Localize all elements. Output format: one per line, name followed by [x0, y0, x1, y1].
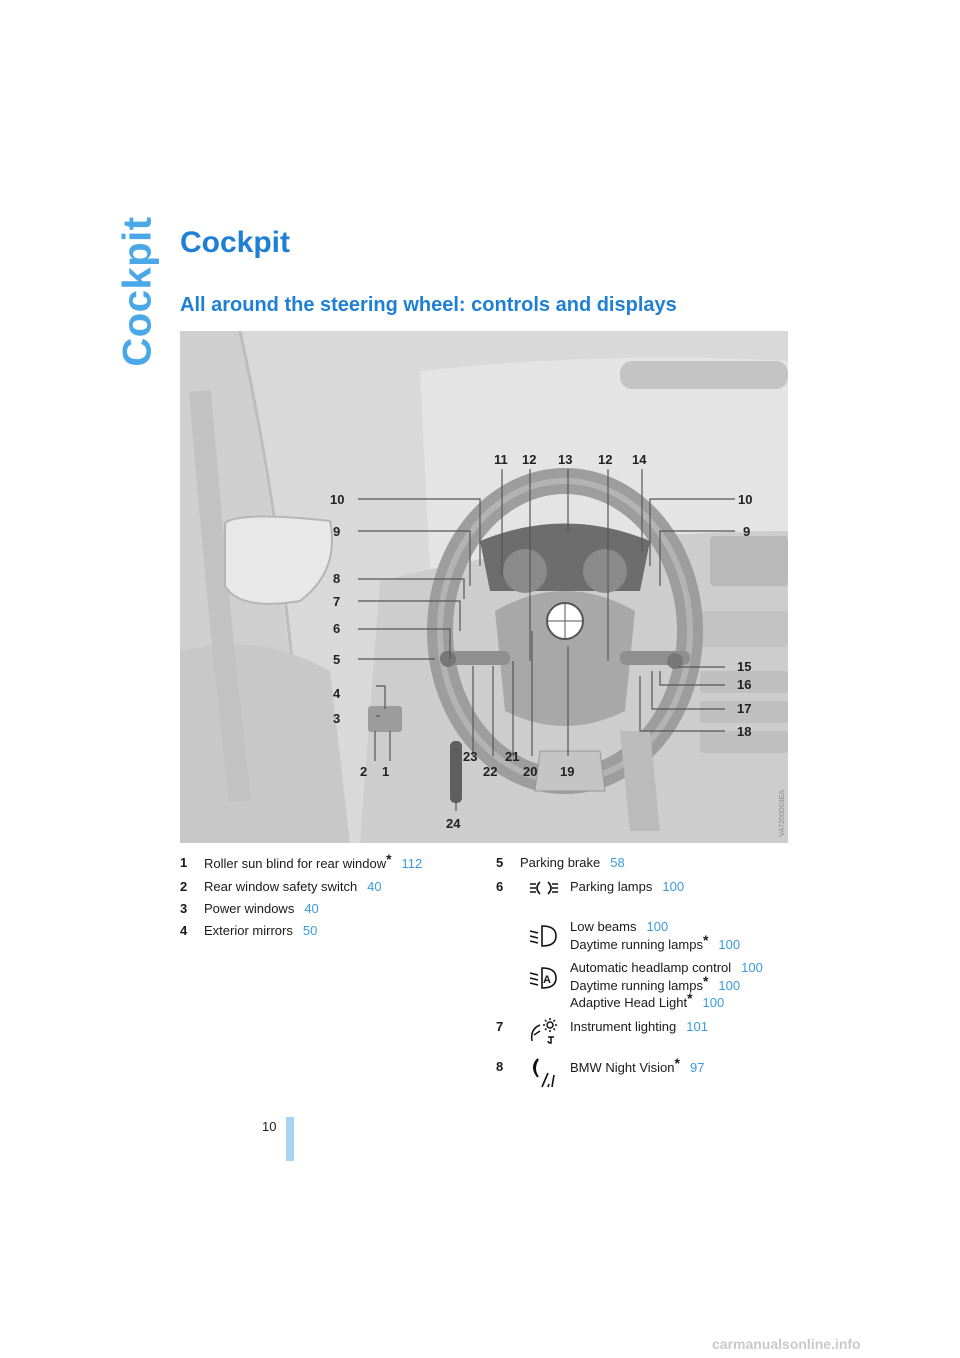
callout-label: 3 [333, 711, 340, 726]
legend-subitem: Adaptive Head Light* 100 [570, 990, 725, 1010]
legend-text: Daytime running lamps [570, 978, 703, 993]
page-reference-link[interactable]: 58 [610, 855, 625, 870]
legend-number: 1 [180, 855, 188, 870]
callout-label: 18 [737, 724, 751, 739]
callout-label: 12 [598, 452, 612, 467]
callout-label: 10 [738, 492, 752, 507]
parking-lamps-icon [528, 877, 558, 905]
legend-right: 5 Parking brake 58 6 Parking lamps 100 Low… [496, 855, 796, 1095]
callout-label: 7 [333, 594, 340, 609]
page-reference-link[interactable]: 112 [401, 856, 423, 871]
side-tab-label: Cockpit [115, 215, 160, 367]
page-reference-link[interactable]: 100 [662, 879, 685, 894]
legend-text: Rear window safety switch [204, 879, 358, 894]
optional-star-icon: * [687, 990, 693, 1006]
callout-label: 12 [522, 452, 536, 467]
callout-label: 15 [737, 659, 751, 674]
legend-text: Daytime running lamps [570, 937, 703, 952]
legend-number: 4 [180, 923, 188, 938]
page-reference-link[interactable]: 100 [718, 937, 741, 952]
instrument-lighting-icon [528, 1017, 558, 1045]
image-id: VA7200D03EA [779, 790, 786, 837]
page-reference-link[interactable]: 40 [367, 879, 382, 894]
legend-text: Roller sun blind for rear window [204, 856, 387, 871]
callout-label: 17 [737, 701, 751, 716]
side-tab: Cockpit [116, 216, 160, 366]
optional-star-icon: * [702, 973, 709, 989]
callout-label: 11 [494, 452, 508, 467]
cockpit-drawing: 10 9 8 7 6 5 4 3 2 1 11 12 13 12 14 10 9… [180, 331, 788, 843]
callout-label: 2 [360, 764, 367, 779]
legend-text: BMW Night Vision [570, 1060, 675, 1075]
legend-text: Parking brake [520, 855, 601, 870]
legend-number: 2 [180, 879, 188, 894]
callout-label: 8 [333, 571, 340, 586]
automatic-headlamp-icon: A [528, 965, 558, 993]
legend-number: 3 [180, 901, 188, 916]
legend-subitem: Daytime running lamps* 100 [570, 932, 741, 952]
night-vision-icon [528, 1057, 558, 1088]
page-reference-link[interactable]: 40 [304, 901, 319, 916]
callout-label: 5 [333, 652, 340, 667]
legend-subitem: Parking lamps 100 [570, 879, 684, 894]
callout-label: 1 [382, 764, 389, 779]
legend-subitem: Instrument lighting 101 [570, 1019, 708, 1034]
page-reference-link[interactable]: 101 [686, 1019, 708, 1034]
page-number: 10 [262, 1119, 277, 1134]
cockpit-illustration: 10 9 8 7 6 5 4 3 2 1 11 12 13 12 14 10 9… [180, 331, 788, 843]
legend-text: Power windows [204, 901, 295, 916]
callout-label: 13 [558, 452, 572, 467]
legend-text: Exterior mirrors [204, 923, 293, 938]
legend-number: 5 [496, 855, 504, 870]
page-reference-link[interactable]: 100 [646, 919, 669, 934]
legend-left: 1 Roller sun blind for rear window* 112 2… [180, 851, 470, 945]
legend-text: Instrument lighting [570, 1019, 677, 1034]
callout-label: 24 [446, 816, 461, 831]
page-reference-link[interactable]: 100 [741, 960, 763, 975]
callout-label: 6 [333, 621, 340, 636]
optional-star-icon: * [702, 932, 709, 948]
page-reference-link[interactable]: 100 [718, 978, 741, 993]
callout-label: 19 [560, 764, 574, 779]
legend-subitem: BMW Night Vision* 97 [570, 1055, 705, 1075]
legend-subitem: Daytime running lamps* 100 [570, 973, 741, 993]
legend-text: Automatic headlamp control [570, 960, 732, 975]
svg-text:A: A [543, 974, 551, 986]
page-reference-link[interactable]: 50 [302, 923, 318, 938]
callout-label: 22 [483, 764, 497, 779]
legend-number: 6 [496, 879, 504, 894]
legend-subitem: Automatic headlamp control 100 [570, 960, 763, 975]
legend-number: 8 [496, 1059, 504, 1074]
callout-label: 16 [737, 677, 751, 692]
page-title: Cockpit [180, 226, 291, 259]
legend-number: 7 [496, 1019, 504, 1034]
callout-label: 4 [333, 686, 341, 701]
legend-text: Parking lamps [570, 879, 653, 894]
page-marker-bar [286, 1117, 294, 1161]
page-reference-link[interactable]: 97 [689, 1060, 705, 1075]
page-reference-link[interactable]: 100 [702, 995, 725, 1010]
legend-text: Adaptive Head Light [570, 995, 688, 1010]
callout-label: 20 [523, 764, 537, 779]
legend-subitem: Low beams 100 [570, 919, 668, 934]
callout-label: 10 [330, 492, 344, 507]
optional-star-icon: * [674, 1055, 680, 1071]
callout-label: 21 [505, 749, 519, 764]
callout-label: 14 [632, 452, 647, 467]
legend-text: Low beams [570, 919, 637, 934]
callout-label: 9 [333, 524, 340, 539]
watermark: carmanualsonline.info [712, 1336, 861, 1352]
low-beam-icon [528, 923, 558, 951]
optional-star-icon: * [386, 851, 392, 867]
callout-label: 23 [463, 749, 477, 764]
section-title: All around the steering wheel: controls … [180, 294, 677, 316]
callout-label: 9 [743, 524, 750, 539]
